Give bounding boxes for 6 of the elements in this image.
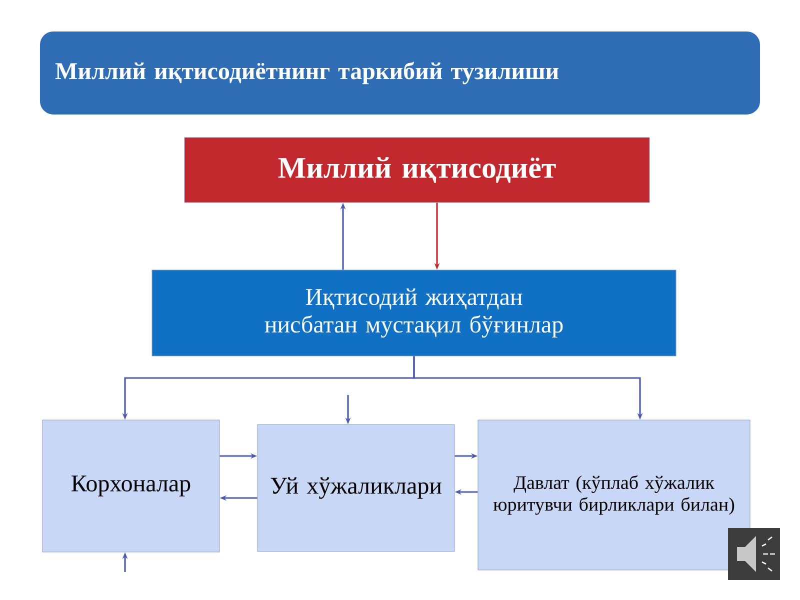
process-box: Миллий иқтисодиёт bbox=[184, 137, 650, 203]
process-box: Уй хўжаликлари bbox=[257, 424, 455, 552]
process-box: Иқтисодий жиҳатдан нисбатан мустақил бўғинлар bbox=[152, 270, 676, 356]
process-box: Давлат (кўплаб хўжалик юритувчи бирликлари билан) bbox=[478, 420, 750, 570]
title-banner: Миллий иқтисодиётнинг таркибий тузилиши bbox=[40, 32, 760, 114]
process-box: Корхоналар bbox=[42, 420, 220, 552]
